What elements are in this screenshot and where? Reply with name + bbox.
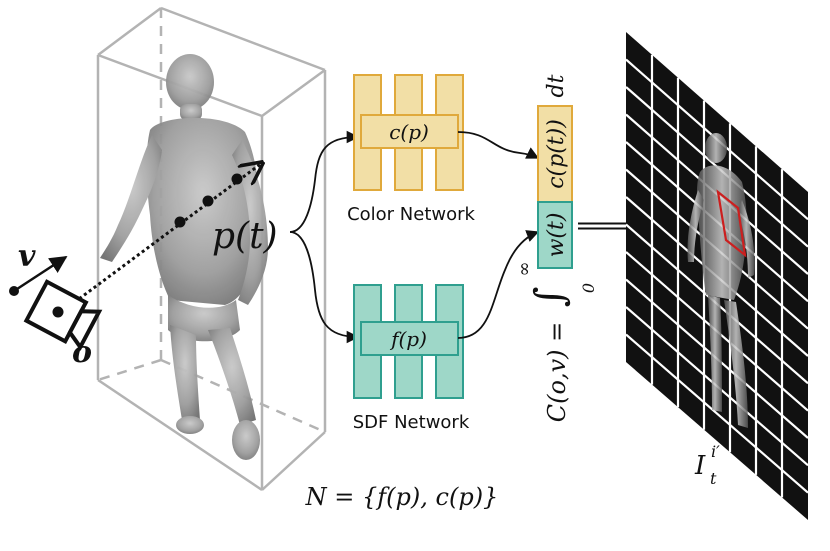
color-network: c(p) Color Network	[347, 74, 476, 225]
direction-vector: v	[9, 239, 68, 296]
ray-sample-point	[231, 173, 243, 185]
color-term: c(p(t))	[544, 119, 569, 189]
weight-term: w(t)	[544, 213, 569, 258]
ray-point-label: p(t)	[212, 216, 278, 257]
camera-ray	[59, 163, 262, 315]
color-output-label: c(p)	[389, 120, 429, 144]
grid-line	[625, 333, 809, 494]
direction-label: v	[18, 239, 36, 274]
branch-arrows	[289, 130, 360, 344]
network-set-label: N = {f(p), c(p)}	[305, 483, 499, 511]
render-equation: c(p(t)) w(t) dt ∫ 0 ∞ C(o,v) =	[514, 74, 598, 422]
integral-upper-bound: ∞	[514, 262, 535, 277]
sdf-output-label: f(p)	[389, 327, 427, 351]
svg-text:I: I	[694, 451, 706, 481]
ray-sample-point	[174, 216, 186, 228]
output-arrows	[457, 131, 540, 339]
sdf-network-label: SDF Network	[353, 412, 470, 433]
highlight-patch	[716, 189, 747, 258]
ray-sample-point	[202, 195, 214, 207]
differential-term: dt	[544, 74, 569, 97]
image-label: I	[694, 451, 706, 481]
integral-sign: ∫	[527, 287, 573, 308]
integral-lower-bound: 0	[579, 283, 598, 293]
color-network-label: Color Network	[347, 204, 475, 225]
human-body	[100, 54, 268, 460]
image-label-sup: i′	[711, 442, 720, 461]
render-equation-lhs: C(o,v) =	[543, 322, 571, 422]
sdf-network: f(p) SDF Network	[353, 284, 470, 433]
origin-label: o	[72, 335, 92, 370]
silhouette	[687, 133, 755, 428]
camera-icon	[23, 279, 103, 351]
image-label-sub: t	[710, 469, 717, 488]
image-plane: I t i′	[625, 32, 809, 520]
